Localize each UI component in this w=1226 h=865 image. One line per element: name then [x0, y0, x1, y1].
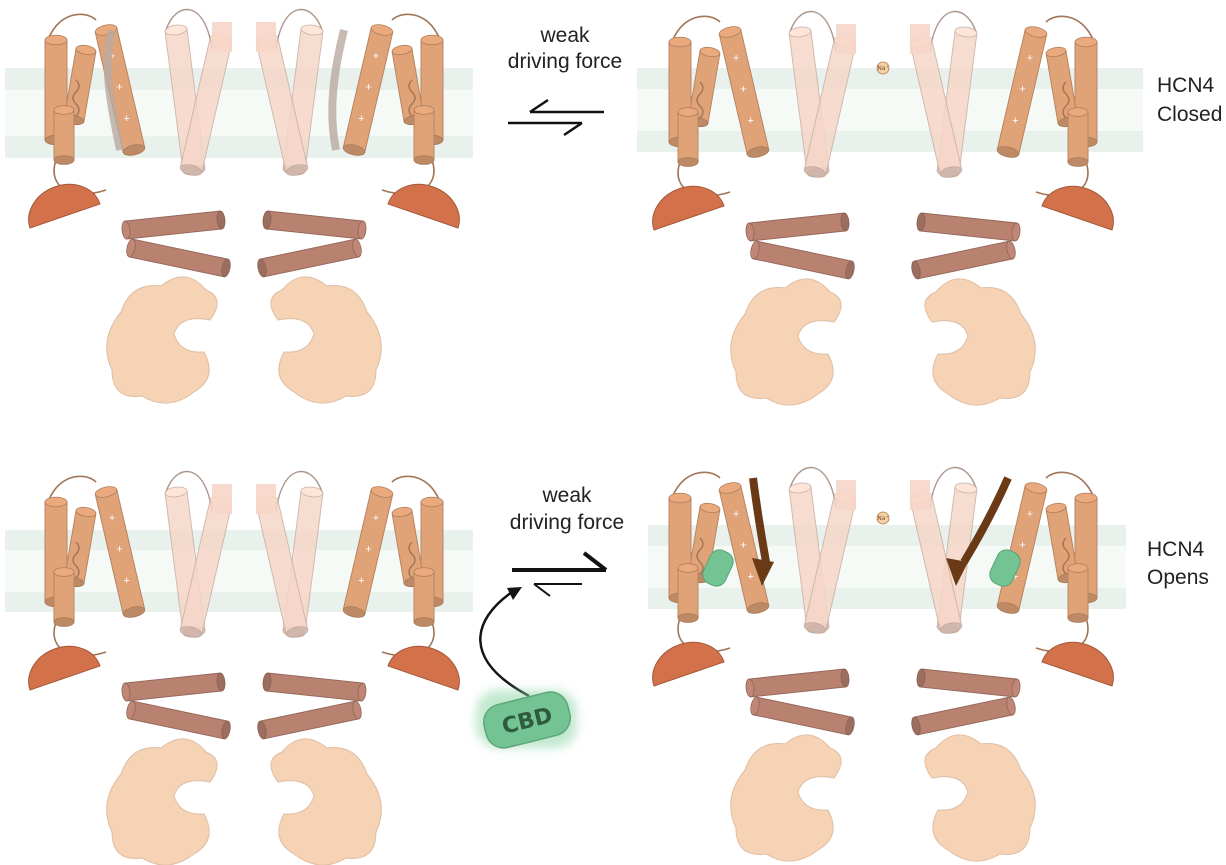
equilibrium-arrows-bottom: [512, 553, 606, 596]
cnbd-domain: [107, 739, 217, 865]
positive-charge-icon: +: [358, 113, 364, 125]
pore-loop: [256, 22, 276, 52]
equilibrium-arrows-top: [508, 100, 604, 135]
state-label-bottom-line2: Opens: [1147, 566, 1209, 589]
c-linker-domain: [1042, 642, 1113, 686]
driving-force-label-top-line1: weak: [539, 24, 590, 47]
pore-loop: [910, 24, 930, 54]
sodium-ion-label: Na⁺: [877, 515, 888, 522]
c-linker-domain: [29, 184, 100, 228]
positive-charge-icon: +: [116, 544, 122, 556]
positive-charge-icon: +: [124, 113, 130, 125]
vsd-helix-s3: [414, 106, 434, 165]
c-linker-helix-a: [745, 669, 850, 698]
vsd-helix-s3: [678, 108, 698, 167]
positive-charge-icon: +: [358, 575, 364, 587]
cnbd-domain: [731, 735, 841, 861]
pore-loop: [256, 484, 276, 514]
positive-charge-icon: +: [116, 82, 122, 94]
state-label-bottom-line1: HCN4: [1147, 538, 1204, 561]
pore-loop: [212, 484, 232, 514]
c-linker-helix-b: [749, 696, 855, 735]
c-linker-helix-a: [745, 213, 850, 242]
positive-charge-icon: +: [1012, 115, 1018, 127]
c-linker-helix-a: [916, 669, 1021, 698]
cnbd-domain: [925, 735, 1035, 861]
vsd-helix-s3: [1068, 564, 1088, 623]
positive-charge-icon: +: [733, 508, 739, 520]
c-linker-helix-a: [916, 213, 1021, 242]
cbd-modulator: CBD: [476, 587, 577, 752]
cnbd-domain: [271, 739, 381, 865]
c-linker-domain: [388, 646, 459, 690]
pore-loop: [836, 480, 856, 510]
c-linker-domain: [653, 642, 724, 686]
c-linker-helix-b: [125, 700, 231, 739]
positive-charge-icon: +: [1019, 84, 1025, 96]
state-label-top-line2: Closed: [1157, 103, 1222, 126]
positive-charge-icon: +: [1027, 508, 1033, 520]
positive-charge-icon: +: [124, 575, 130, 587]
cnbd-domain: [731, 279, 841, 405]
c-linker-helix-a: [121, 211, 226, 240]
positive-charge-icon: +: [740, 84, 746, 96]
vsd-helix-s3: [54, 106, 74, 165]
vsd-helix-s3: [678, 564, 698, 623]
positive-charge-icon: +: [1027, 52, 1033, 64]
driving-force-label-top-line2: driving force: [508, 50, 622, 73]
c-linker-domain: [388, 184, 459, 228]
positive-charge-icon: +: [740, 540, 746, 552]
positive-charge-icon: +: [373, 512, 379, 524]
c-linker-helix-a: [121, 673, 226, 702]
positive-charge-icon: +: [733, 52, 739, 64]
c-linker-helix-b: [125, 238, 231, 277]
positive-charge-icon: +: [365, 544, 371, 556]
vsd-helix-s3: [54, 568, 74, 627]
vsd-helix-s3: [414, 568, 434, 627]
c-linker-helix-a: [262, 673, 367, 702]
c-linker-helix-b: [256, 238, 362, 277]
c-linker-helix-b: [910, 240, 1016, 279]
cnbd-domain: [271, 277, 381, 403]
cnbd-domain: [107, 277, 217, 403]
driving-force-label-bottom-line2: driving force: [510, 511, 624, 534]
pore-loop: [910, 480, 930, 510]
c-linker-helix-b: [749, 240, 855, 279]
vsd-helix-s3: [1068, 108, 1088, 167]
positive-charge-icon: +: [365, 82, 371, 94]
driving-force-label-bottom-line1: weak: [541, 484, 592, 507]
state-label-top-line1: HCN4: [1157, 74, 1214, 97]
positive-charge-icon: +: [748, 571, 754, 583]
pore-loop: [212, 22, 232, 52]
positive-charge-icon: +: [373, 50, 379, 62]
c-linker-helix-a: [262, 211, 367, 240]
c-linker-domain: [1042, 186, 1113, 230]
c-linker-helix-b: [910, 696, 1016, 735]
sodium-ion-label: Na⁺: [877, 65, 888, 72]
c-linker-domain: [653, 186, 724, 230]
c-linker-domain: [29, 646, 100, 690]
positive-charge-icon: +: [1019, 540, 1025, 552]
positive-charge-icon: +: [109, 512, 115, 524]
positive-charge-icon: +: [748, 115, 754, 127]
c-linker-helix-b: [256, 700, 362, 739]
cnbd-domain: [925, 279, 1035, 405]
pore-loop: [836, 24, 856, 54]
